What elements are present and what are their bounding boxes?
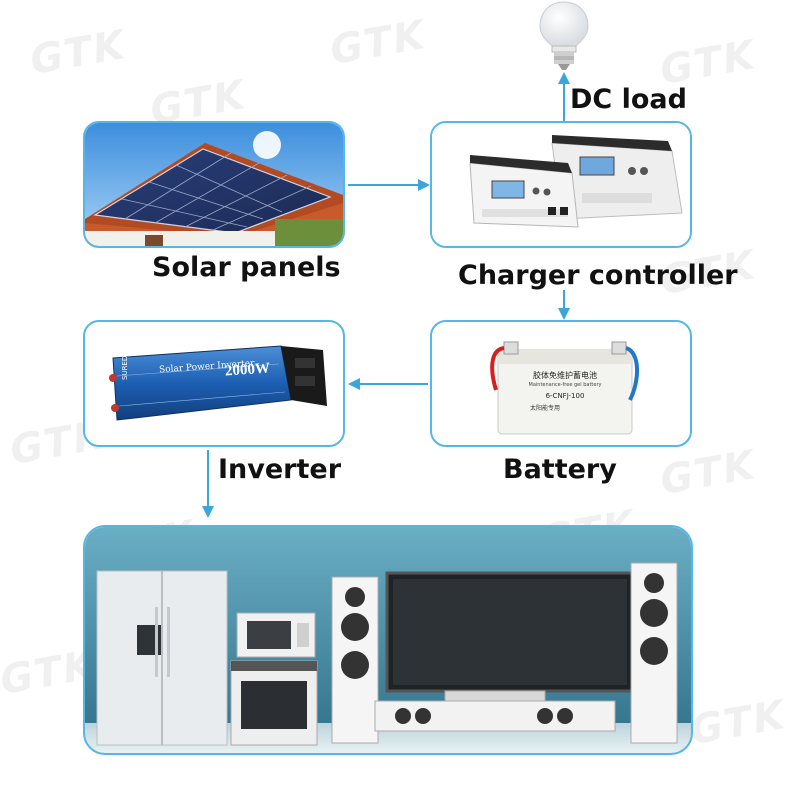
inverter-power: 2000W: [224, 360, 271, 380]
arrow-head-down-icon: [202, 506, 214, 518]
charger-controller-image: [432, 123, 690, 246]
battery-text-cn: 胶体免维护蓄电池: [533, 371, 597, 380]
charger-controller-label: Charger controller: [458, 260, 738, 291]
battery-text-solar: 太阳能专用: [529, 405, 560, 412]
dc-load-label: DC load: [570, 84, 687, 115]
arrow-head-up-icon: [558, 72, 570, 84]
battery-box: 胶体免维护蓄电池 Maintenance-free gel battery 6-…: [430, 320, 692, 447]
solar-panels-box: [83, 121, 345, 248]
watermark: GTK: [686, 691, 790, 755]
arrow-head-down-icon: [558, 308, 570, 320]
inverter-image: SUREDON Solar Power Inverter 2000W: [103, 336, 331, 432]
inverter-brand: SUREDON: [121, 345, 129, 380]
watermark: GTK: [26, 21, 130, 85]
solar-panels-label: Solar panels: [152, 252, 341, 283]
arrow-battery-to-inverter: [358, 383, 428, 385]
appliances-box: [83, 525, 693, 755]
battery-text-en: Maintenance-free gel battery: [528, 382, 602, 388]
battery-label: Battery: [503, 454, 617, 485]
watermark: GTK: [656, 441, 760, 505]
inverter-label: Inverter: [218, 454, 342, 485]
arrow-head-right-icon: [418, 179, 430, 191]
solar-panels-image: [85, 123, 343, 246]
light-bulb-icon: [536, 0, 592, 72]
arrow-charger-to-battery: [563, 290, 565, 312]
arrow-to-dc-load: [563, 80, 565, 122]
arrow-head-left-icon: [348, 378, 360, 390]
watermark: GTK: [326, 11, 430, 75]
arrow-solar-to-charger: [348, 184, 420, 186]
battery-image: 胶体免维护蓄电池 Maintenance-free gel battery 6-…: [490, 340, 640, 436]
charger-controller-box: [430, 121, 692, 248]
inverter-box: SUREDON Solar Power Inverter 2000W: [83, 320, 345, 447]
battery-model: 6-CNFJ-100: [545, 392, 585, 400]
home-appliances-image: [85, 527, 691, 753]
arrow-inverter-to-appliances: [207, 450, 209, 508]
